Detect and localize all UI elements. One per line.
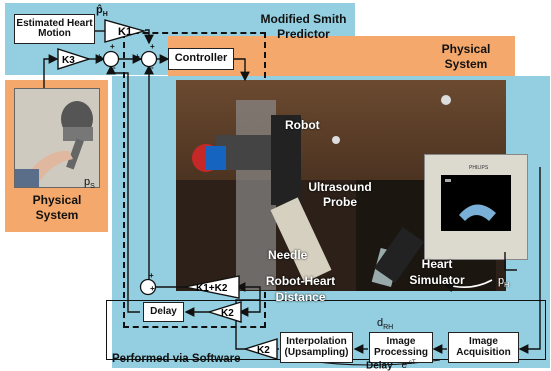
p-s-label: pS	[84, 176, 95, 190]
monitor-brand-label: PHILIPS	[469, 165, 489, 171]
p-s-sub: S	[90, 183, 95, 191]
sum2-sign-bottom: -	[151, 63, 154, 72]
gain-k1-plus-k2-label: K1+K2	[196, 283, 228, 294]
sum-junction-1	[102, 50, 120, 68]
d-rh-sub: RH	[383, 324, 394, 332]
p-h-main: p	[498, 275, 505, 287]
p-h-hat-label: p̂H	[96, 4, 108, 18]
image-processing-block: Image Processing	[369, 332, 433, 363]
sum2-sign-left: +	[135, 52, 140, 61]
delay-expr-sup: -sT	[407, 360, 416, 366]
sum1-sign-top: +	[110, 42, 115, 51]
gain-k1-label: K1	[118, 26, 132, 38]
delay-bottom-label: Delay e-sT	[366, 360, 416, 371]
sum-junction-2	[140, 50, 158, 68]
ultrasound-monitor-photo: PHILIPS	[424, 154, 528, 260]
physical-system-left-title: Physical System	[32, 193, 82, 222]
haptic-device-photo	[14, 88, 100, 188]
haptic-device-drawing	[15, 89, 99, 187]
ultrasound-image	[445, 179, 496, 221]
sum-junction-3	[139, 278, 157, 296]
d-rh-label: dRH	[377, 317, 393, 331]
sum3-sign-right: +	[150, 284, 155, 293]
sum1-sign-bottom: -	[113, 63, 116, 72]
heart-simulator-label: Heart Simulator	[409, 257, 465, 287]
sum2-sign-top: +	[150, 42, 155, 51]
estimated-heart-motion-block: Estimated Heart Motion	[14, 14, 95, 44]
needle-label: Needle	[268, 248, 308, 262]
sum3-sign-top: +	[149, 271, 154, 280]
gain-k3: K3	[57, 48, 91, 70]
p-h-sub: H	[504, 282, 510, 290]
gain-k1-plus-k2: K1+K2	[184, 275, 240, 299]
robot-heart-distance-label: Robot-Heart Distance	[265, 274, 336, 304]
d-rh-main: d	[377, 317, 384, 329]
gain-k2-bottom: K2	[244, 338, 278, 360]
software-title: Performed via Software	[112, 353, 241, 365]
sum1-sign-left: +	[97, 52, 102, 61]
gain-k2-bottom-label: K2	[257, 345, 270, 356]
interpolation-block: Interpolation (Upsampling)	[280, 332, 353, 363]
gain-k2-small-label: K2	[221, 308, 234, 319]
delay-bottom-word: Delay	[366, 360, 393, 371]
gain-k2-small: K2	[208, 301, 242, 323]
ultrasound-probe-label: Ultrasound Probe	[308, 180, 372, 209]
gain-k1: K1	[104, 19, 146, 43]
delay-block: Delay	[143, 302, 184, 322]
smith-predictor-title: Modified Smith Predictor	[260, 12, 347, 41]
p-h-label: pH	[498, 275, 509, 289]
image-acquisition-block: Image Acquisition	[448, 332, 519, 363]
p-s-main: p	[84, 176, 91, 188]
delay-expr: e	[401, 360, 408, 371]
controller-block: Controller	[168, 48, 234, 70]
p-h-hat-sub: H	[102, 11, 108, 19]
robot-label: Robot	[285, 118, 320, 132]
physical-system-top-title: Physical System	[441, 42, 491, 71]
monitor-screen	[441, 175, 511, 231]
p-h-hat-main: p̂	[96, 4, 103, 16]
gain-k3-label: K3	[62, 55, 75, 66]
